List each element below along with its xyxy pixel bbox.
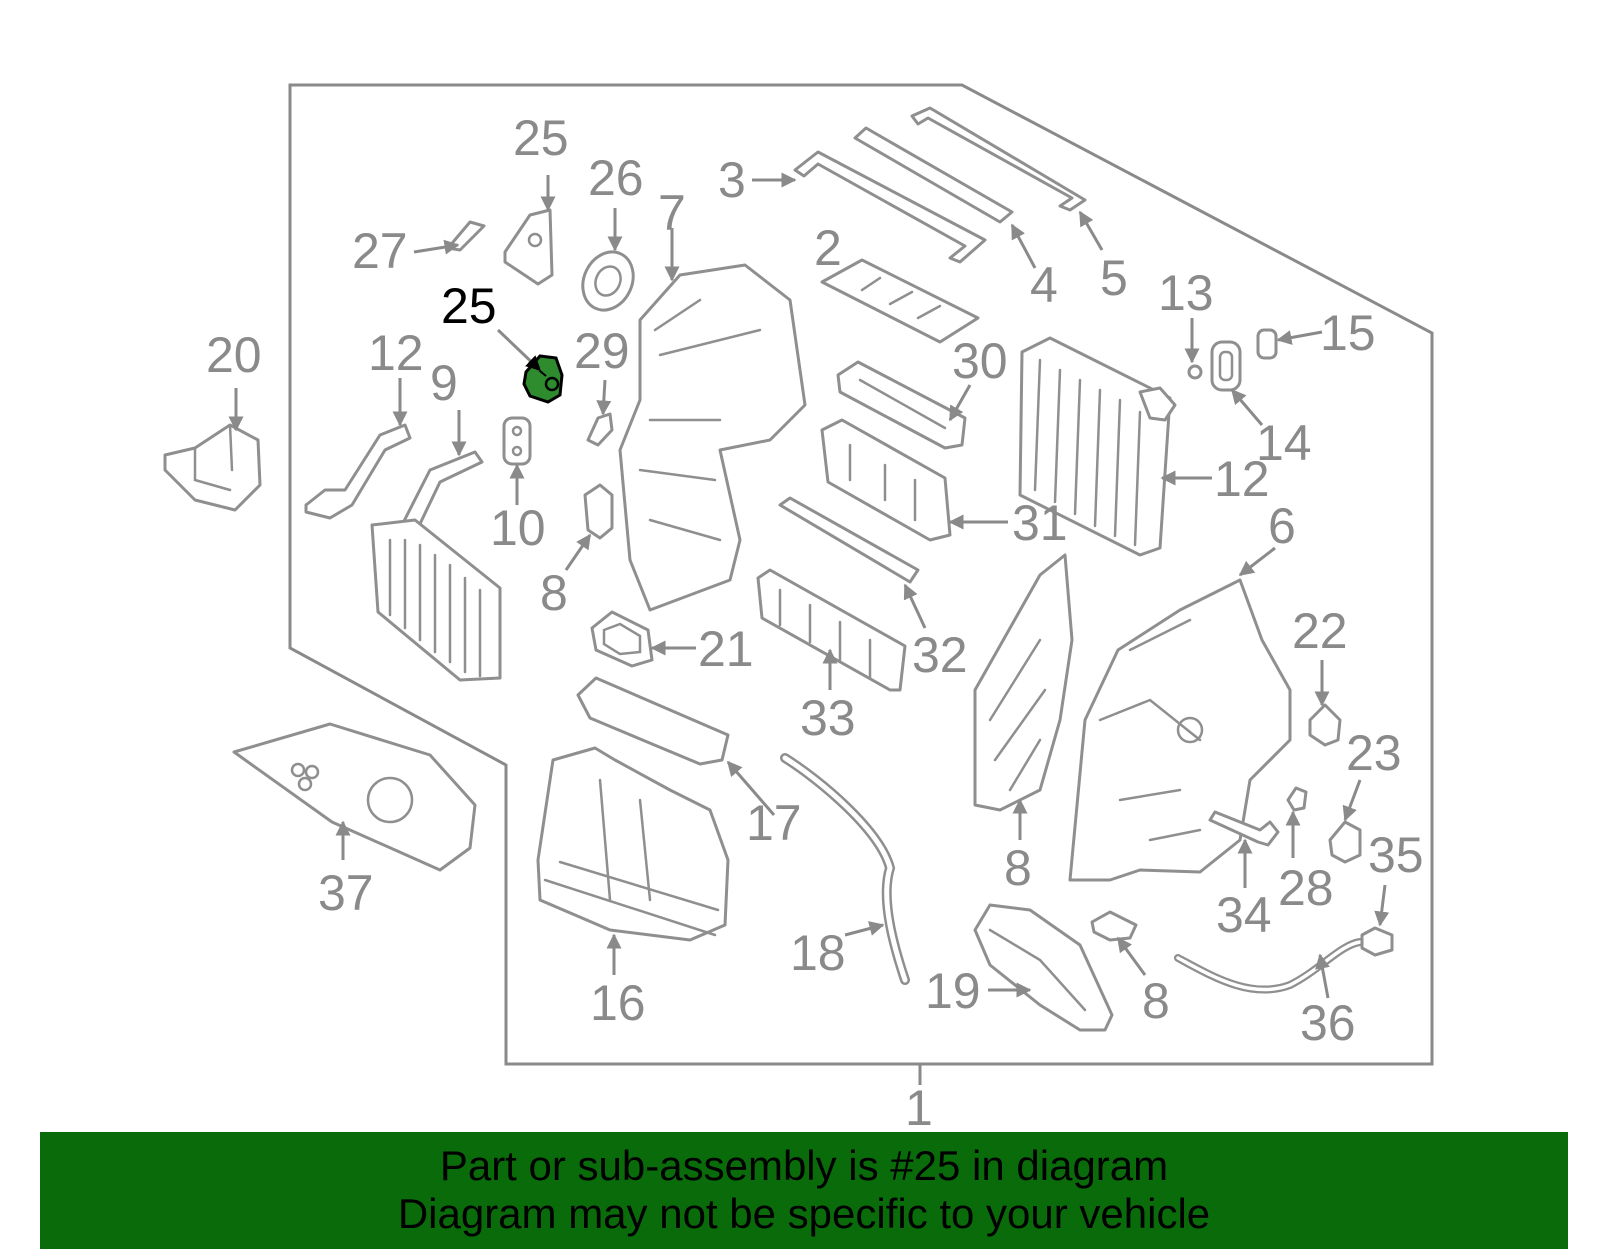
part-38 (232, 722, 477, 872)
callout-2: 2 (814, 220, 842, 276)
part-33 (778, 496, 920, 584)
callout-26: 25 (513, 110, 569, 166)
part-7 (618, 263, 807, 612)
part-2 (820, 258, 980, 344)
part-12 (304, 423, 412, 520)
callout-27: 26 (588, 150, 644, 206)
callout-31: 30 (952, 333, 1008, 389)
part-8-lower (1090, 910, 1138, 942)
part-8-upper (583, 483, 614, 540)
part-27 (581, 250, 635, 312)
part-34 (756, 568, 907, 692)
part-23 (1308, 703, 1342, 747)
callout-16: 15 (1320, 305, 1376, 361)
callout-4: 4 (1030, 257, 1058, 313)
callout-19: 18 (790, 925, 846, 981)
part-22 (590, 610, 654, 668)
callout-3: 3 (718, 152, 746, 208)
callout-25-highlighted: 25 (441, 278, 497, 334)
callout-labels: 20 27 25 26 25 29 12 9 10 8 7 3 2 4 5 30… (206, 110, 1424, 1136)
callout-28: 27 (352, 223, 408, 279)
callout-11: 10 (490, 500, 546, 556)
part-26 (503, 208, 554, 286)
callout-17: 16 (590, 975, 646, 1031)
callout-37: 36 (1300, 995, 1356, 1051)
part-11 (502, 416, 532, 466)
part-18 (576, 676, 730, 766)
part-21 (163, 423, 262, 512)
callout-36: 35 (1368, 827, 1424, 883)
callout-5: 5 (1100, 250, 1128, 306)
callout-8-lower: 8 (1142, 973, 1170, 1029)
callout-32: 31 (1012, 495, 1068, 551)
part-20 (973, 903, 1114, 1032)
callout-21: 20 (206, 327, 262, 383)
part-14 (1187, 364, 1203, 380)
part-32 (820, 418, 952, 542)
part-16 (1256, 328, 1278, 360)
part-37 (1174, 938, 1364, 994)
banner-line-part-number: Part or sub-assembly is #25 in diagram (439, 1142, 1169, 1189)
part-3 (793, 150, 987, 264)
callout-30: 29 (574, 323, 630, 379)
assembly-boundary (288, 83, 1434, 1066)
part-24 (1328, 820, 1362, 864)
callout-34: 33 (800, 690, 856, 746)
part-10 (400, 450, 484, 530)
info-banner: Part or sub-assembly is #25 in diagram D… (40, 1132, 1568, 1249)
callout-15: 14 (1256, 415, 1312, 471)
callout-38: 37 (318, 865, 374, 921)
callout-12: 12 (368, 325, 424, 381)
callout-33: 32 (912, 627, 968, 683)
part-36 (1360, 926, 1394, 957)
part-6 (1068, 578, 1292, 882)
part-17 (536, 746, 730, 942)
part-9 (973, 553, 1074, 812)
part-31 (836, 360, 967, 450)
part-4 (853, 126, 1014, 224)
callout-23: 22 (1292, 603, 1348, 659)
part-5 (910, 106, 1087, 212)
callout-35: 34 (1216, 887, 1272, 943)
part-35 (1208, 810, 1280, 847)
part-13 (1018, 336, 1177, 557)
callout-13: 12 (1214, 451, 1270, 507)
callout-14: 13 (1158, 265, 1214, 321)
callout-22: 21 (698, 621, 754, 677)
part-heater-core (370, 518, 502, 682)
callout-29: 28 (1278, 860, 1334, 916)
part-29 (1286, 786, 1308, 812)
callout-18: 17 (746, 795, 802, 851)
part-25-highlighted (522, 354, 564, 404)
callout-10: 9 (430, 355, 458, 411)
callout-7: 7 (658, 185, 686, 241)
callout-20: 19 (925, 963, 981, 1019)
callout-6: 6 (1268, 498, 1296, 554)
callout-9: 8 (1004, 840, 1032, 896)
callout-1: 1 (905, 1080, 933, 1136)
leader-lines (228, 172, 1390, 999)
callout-8-upper: 8 (540, 565, 568, 621)
callout-24: 23 (1346, 725, 1402, 781)
part-15 (1210, 340, 1242, 392)
part-30 (586, 412, 614, 447)
banner-line-disclaimer: Diagram may not be specific to your vehi… (397, 1190, 1211, 1237)
